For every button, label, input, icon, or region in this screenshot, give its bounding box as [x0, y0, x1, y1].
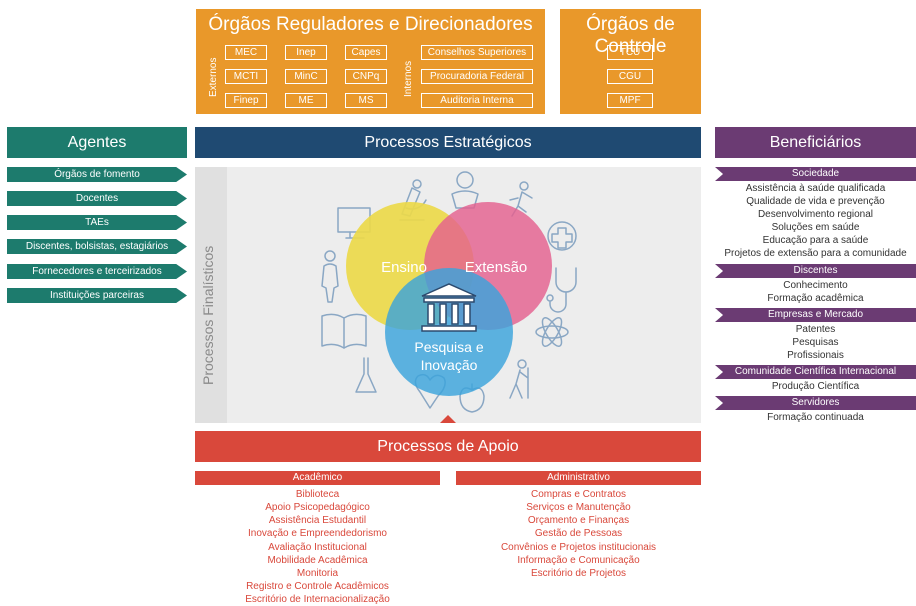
flask-icon — [355, 357, 377, 393]
apoio-academico-item: Escritório de Internacionalização — [245, 594, 390, 605]
reguladores-box: Órgãos Reguladores e Direcionadores Exte… — [196, 9, 545, 114]
reguladores-title: Órgãos Reguladores e Direcionadores — [208, 14, 533, 35]
apoio-administrativo-item: Convênios e Projetos institucionais — [500, 542, 657, 553]
benef-group-comunidade: Comunidade Científica Internacional — [715, 365, 916, 379]
benef-item: Produção Científica — [771, 381, 860, 392]
agentes-header: Agentes — [7, 127, 187, 158]
venn-diagram: Ensino Extensão Pesquisa e Inovação — [321, 171, 577, 413]
apoio-header: Processos de Apoio — [195, 431, 701, 462]
apoio-academico-item: Biblioteca — [295, 489, 340, 500]
apoio-academico-item: Mobilidade Acadêmica — [267, 555, 368, 566]
chip-mcti: MCTI — [225, 69, 267, 84]
runner-icon — [509, 181, 533, 217]
chip-procuradoria: Procuradoria Federal — [421, 69, 533, 84]
benef-item: Formação continuada — [767, 412, 864, 423]
beneficiarios-header: Beneficiários — [715, 127, 916, 158]
benef-group-discentes: Discentes — [715, 264, 916, 278]
benef-item: Assistência à saúde qualificada — [745, 183, 886, 194]
benef-item: Qualidade de vida e prevenção — [746, 196, 885, 207]
chip-tcu: TCU — [607, 45, 653, 60]
benef-item: Patentes — [795, 324, 836, 335]
finalisticos-label-bar — [195, 167, 227, 423]
chip-cnpq: CNPq — [345, 69, 387, 84]
apoio-administrativo-item: Orçamento e Finanças — [527, 515, 630, 526]
finalisticos-label: Processos Finalísticos — [200, 245, 216, 385]
benef-group-servidores: Servidores — [715, 396, 916, 410]
apoio-administrativo-item: Serviços e Manutenção — [526, 502, 631, 513]
apoio-academico-item: Assistência Estudantil — [268, 515, 367, 526]
book-icon — [321, 313, 367, 349]
agent-instituicoes: Instituições parceiras — [7, 288, 187, 303]
apoio-academico-item: Inovação e Empreendedorismo — [248, 528, 387, 539]
apoio-administrativo-item: Informação e Comunicação — [517, 555, 640, 566]
apoio-academico-item: Apoio Psicopedagógico — [265, 502, 370, 513]
benef-group-empresas: Empresas e Mercado — [715, 308, 916, 322]
agent-fornecedores: Fornecedores e terceirizados — [7, 264, 187, 279]
chip-finep: Finep — [225, 93, 267, 108]
apoio-academico-item: Monitoria — [296, 568, 339, 579]
apoio-academico-label: Acadêmico — [195, 471, 440, 485]
benef-item: Pesquisas — [792, 337, 839, 348]
chip-conselhos: Conselhos Superiores — [421, 45, 533, 60]
externos-label: Externos — [208, 57, 219, 97]
agent-taes: TAEs — [7, 215, 187, 230]
atom-icon — [535, 317, 569, 347]
venn-label-extensao: Extensão — [465, 259, 528, 276]
apoio-pointer — [440, 415, 456, 423]
chip-inep: Inep — [285, 45, 327, 60]
stethoscope-icon — [546, 267, 577, 313]
chip-auditoria: Auditoria Interna — [421, 93, 533, 108]
apoio-administrativo-item: Escritório de Projetos — [530, 568, 627, 579]
apoio-administrativo-label: Administrativo — [456, 471, 701, 485]
benef-item: Profissionais — [787, 350, 844, 361]
hiker-icon — [509, 359, 529, 399]
benef-item: Desenvolvimento regional — [757, 209, 874, 220]
agent-discentes: Discentes, bolsistas, estagiários — [7, 239, 187, 254]
person-icon — [321, 250, 339, 303]
chip-mec: MEC — [225, 45, 267, 60]
chip-minc: MinC — [285, 69, 327, 84]
apoio-administrativo-item: Gestão de Pessoas — [534, 528, 623, 539]
medical-cross-icon — [547, 221, 577, 251]
chip-me: ME — [285, 93, 327, 108]
controle-box: Órgãos de Controle TCU CGU MPF — [560, 9, 701, 114]
agent-orgaos-fomento: Órgãos de fomento — [7, 167, 187, 182]
venn-label-pesquisa-1: Pesquisa e — [414, 339, 483, 355]
benef-item: Soluções em saúde — [771, 222, 860, 233]
agent-docentes: Docentes — [7, 191, 187, 206]
benef-item: Formação acadêmica — [767, 293, 864, 304]
venn-label-ensino: Ensino — [381, 259, 427, 276]
benef-item: Conhecimento — [783, 280, 848, 291]
benef-item: Projetos de extensão para a comunidade — [724, 248, 907, 259]
internos-label: Internos — [403, 60, 414, 97]
apoio-academico-item: Registro e Controle Acadêmicos — [246, 581, 389, 592]
chip-capes: Capes — [345, 45, 387, 60]
chip-ms: MS — [345, 93, 387, 108]
apoio-administrativo-item: Compras e Contratos — [530, 489, 627, 500]
baby-icon — [451, 171, 479, 209]
chip-mpf: MPF — [607, 93, 653, 108]
venn-circle-pesquisa — [385, 268, 513, 396]
benef-group-sociedade: Sociedade — [715, 167, 916, 181]
venn-label-pesquisa-2: Inovação — [421, 357, 478, 373]
benef-item: Educação para a saúde — [762, 235, 869, 246]
estrategicos-header: Processos Estratégicos — [195, 127, 701, 158]
chip-cgu: CGU — [607, 69, 653, 84]
controle-title: Órgãos de Controle — [586, 14, 675, 57]
apoio-academico-item: Avaliação Institucional — [268, 542, 367, 553]
building-pillars-icon — [421, 283, 477, 332]
